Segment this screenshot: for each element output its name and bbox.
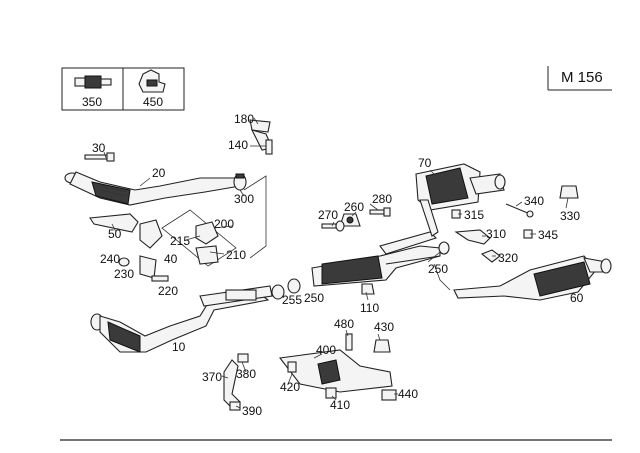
callout-310: 310 — [486, 227, 506, 241]
rear-muffler-left — [415, 163, 506, 237]
clamp-250-right — [438, 241, 450, 255]
oxygen-sensor-350-icon — [74, 75, 112, 89]
model-code-box: M 156 — [547, 66, 612, 91]
bracket-clamp-450-icon — [138, 69, 166, 93]
callout-220: 220 — [158, 284, 178, 298]
callout-250-left: 250 — [304, 291, 324, 305]
callout-430: 430 — [374, 320, 394, 334]
callout-50: 50 — [108, 227, 122, 241]
callout-480: 480 — [334, 317, 354, 331]
callout-270: 270 — [318, 208, 338, 222]
bracket-assembly-lower — [278, 333, 397, 401]
hanger-340 — [505, 203, 534, 218]
callout-330: 330 — [560, 209, 580, 223]
bolt-30 — [84, 152, 115, 162]
callout-180: 180 — [234, 112, 254, 126]
callout-215: 215 — [170, 234, 190, 248]
callout-380: 380 — [236, 367, 256, 381]
callout-110: 110 — [360, 301, 379, 315]
callout-345: 345 — [538, 228, 558, 242]
small-parts-240-230 — [118, 255, 169, 282]
bolt-280 — [369, 207, 391, 217]
callout-280: 280 — [372, 192, 392, 206]
center-resonator — [311, 231, 441, 287]
middle-pipe — [199, 278, 301, 307]
legend-label-450: 450 — [143, 95, 163, 109]
callout-340: 340 — [524, 194, 544, 208]
bracket-50 — [89, 213, 139, 233]
bracket-40 — [139, 219, 163, 249]
bracket-370-380-390 — [223, 353, 249, 411]
callout-240: 240 — [100, 252, 120, 266]
callout-410: 410 — [330, 398, 350, 412]
callout-60: 60 — [570, 291, 584, 305]
hanger-320 — [480, 249, 501, 263]
model-code: M 156 — [561, 69, 603, 86]
callout-320: 320 — [498, 251, 518, 265]
bracket-180-140 — [249, 119, 273, 155]
callout-10: 10 — [172, 340, 186, 354]
callout-260: 260 — [344, 200, 364, 214]
clip-110 — [361, 283, 375, 295]
callout-labels: 30 20 50 180 140 300 200 215 210 240 40 … — [92, 112, 584, 418]
rear-muffler-right — [433, 255, 612, 301]
callout-140: 140 — [228, 138, 248, 152]
callout-250-right: 250 — [428, 262, 448, 276]
callout-230: 230 — [114, 267, 134, 281]
callout-30: 30 — [92, 141, 106, 155]
callout-210: 210 — [226, 248, 246, 262]
callout-300: 300 — [234, 192, 254, 206]
callout-400: 400 — [316, 343, 336, 357]
callout-20: 20 — [152, 166, 166, 180]
callout-70: 70 — [418, 156, 432, 170]
callout-40: 40 — [164, 252, 178, 266]
legend-box: 350 450 — [61, 67, 185, 111]
callout-440: 440 — [398, 387, 418, 401]
legend-label-350: 350 — [82, 95, 102, 109]
rubber-mount-330 — [559, 185, 579, 199]
callout-370: 370 — [202, 370, 222, 384]
hanger-310 — [454, 229, 491, 245]
bolt-270 — [321, 220, 345, 232]
callout-420: 420 — [280, 380, 300, 394]
callout-255: 255 — [282, 293, 302, 307]
leader-lines — [103, 117, 569, 409]
front-upper-catalytic-converter — [64, 171, 241, 206]
front-lower-catalytic-converter — [90, 293, 270, 353]
clamp-300 — [233, 173, 247, 191]
callout-390: 390 — [242, 404, 262, 418]
callout-200: 200 — [214, 217, 234, 231]
hanger-200-210 — [195, 221, 219, 265]
callout-315: 315 — [464, 208, 484, 222]
